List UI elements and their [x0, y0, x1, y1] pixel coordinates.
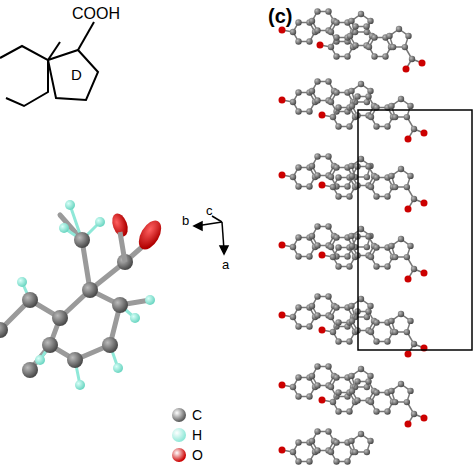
molecule-3d [0, 200, 166, 390]
crystal-packing [279, 8, 428, 464]
legend-label: C [192, 408, 202, 422]
ring-label: D [71, 67, 82, 82]
axis-label: b [182, 214, 189, 227]
axis-label: c [206, 204, 213, 217]
legend-swatch [172, 448, 186, 462]
axis-label: a [222, 258, 229, 271]
legend-label: H [192, 428, 202, 442]
axis-triad [194, 216, 228, 254]
structure-formula [0, 22, 98, 106]
legend-swatch [172, 408, 186, 422]
legend-swatch [172, 428, 186, 442]
unit-cell [358, 110, 472, 350]
legend-label: O [192, 448, 203, 462]
panel-label: (c) [268, 6, 292, 26]
group-label: COOH [72, 6, 120, 22]
